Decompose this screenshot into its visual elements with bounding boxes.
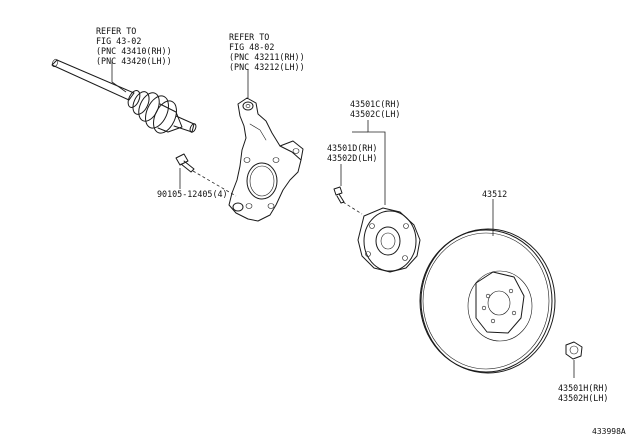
knuckle-bolt <box>175 153 237 197</box>
callout-refer-knuckle: REFER TO FIG 48-02 (PNC 43211(RH)) (PNC … <box>229 32 305 72</box>
steering-knuckle <box>228 97 304 222</box>
callout-disc: 43512 <box>482 189 508 199</box>
callout-refer-driveshaft: REFER TO FIG 43-02 (PNC 43410(RH)) (PNC … <box>96 26 172 66</box>
callout-knuckle-bolt: 90105-12405(4) <box>157 189 228 199</box>
hub-nut <box>565 341 583 360</box>
drive-shaft <box>51 58 197 134</box>
brake-disc <box>419 228 556 374</box>
callout-hub-bolt: 43501D(RH) 43502D(LH) <box>327 143 378 163</box>
hub-bearing <box>357 207 421 273</box>
callout-nut: 43501H(RH) 43502H(LH) <box>558 383 609 403</box>
figure-id: 433998A <box>592 427 626 436</box>
hub-bolt <box>333 186 363 215</box>
leader-lines <box>111 60 575 378</box>
callout-hub-bearing: 43501C(RH) 43502C(LH) <box>350 99 401 119</box>
